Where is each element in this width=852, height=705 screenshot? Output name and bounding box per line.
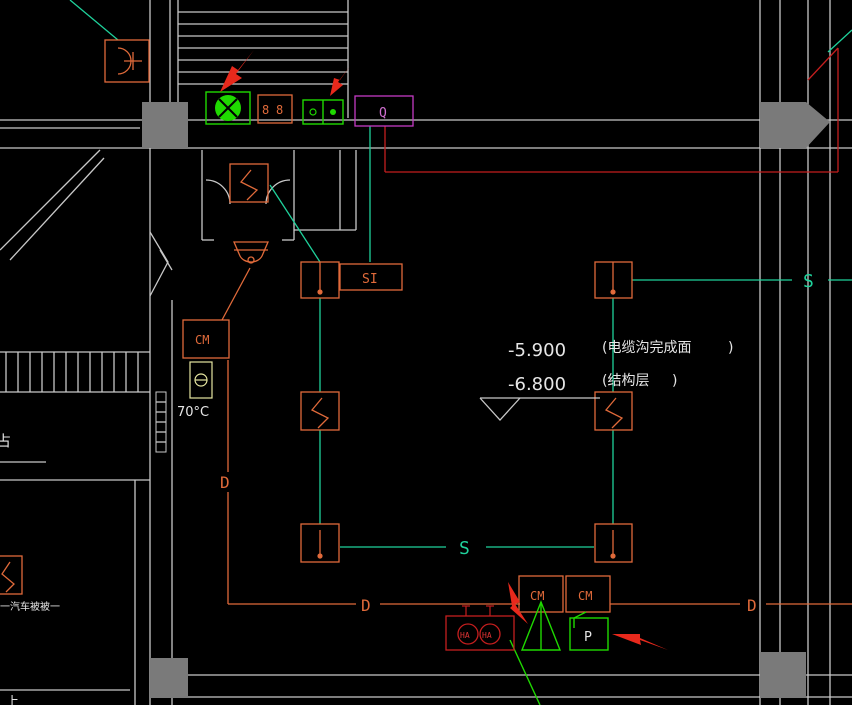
left-edge-text-2: 上 xyxy=(6,695,19,705)
q-label: Q xyxy=(379,106,387,121)
s-marker-bottom: S xyxy=(459,538,470,559)
pressure-switch-icon[interactable]: P xyxy=(569,611,609,651)
si-label: SI xyxy=(362,272,378,287)
ha-label-2: HA xyxy=(482,631,492,640)
siren-icon[interactable] xyxy=(233,241,269,264)
green-dual-socket-icon[interactable] xyxy=(302,99,344,125)
ha-alarm-device[interactable]: HA HA xyxy=(445,605,515,651)
cyan-wiring xyxy=(69,0,852,548)
sensor-box-right[interactable] xyxy=(594,391,633,431)
temperature-label: 70°C xyxy=(177,405,209,420)
elevation-note-1-close: ) xyxy=(728,340,733,356)
elevation-note-2: (结构层 xyxy=(602,373,649,389)
junction-box-bl[interactable] xyxy=(300,523,340,563)
callout-arrows xyxy=(220,50,668,650)
cm-left-label: CM xyxy=(195,333,209,347)
cm-box-left[interactable]: CM xyxy=(182,319,230,359)
d-marker-right: D xyxy=(747,596,757,615)
ha-label-1: HA xyxy=(460,631,470,640)
d-marker-bottom: D xyxy=(361,596,371,615)
d-marker-left: D xyxy=(220,473,230,492)
si-box[interactable]: SI xyxy=(339,263,403,291)
s-marker-right: S xyxy=(803,271,814,292)
cm-bottom-1-label: CM xyxy=(530,589,544,603)
elevation-top: -5.900 xyxy=(508,340,566,361)
junction-box-tl[interactable] xyxy=(300,261,340,299)
junction-box-br[interactable] xyxy=(594,523,633,563)
elevation-note-1: (电缆沟完成面 xyxy=(602,340,691,356)
svg-text:8: 8 xyxy=(276,103,283,117)
half-circle-device-icon[interactable] xyxy=(104,39,150,83)
elevation-bottom: -6.800 xyxy=(508,374,566,395)
cm-box-bottom-2[interactable]: CM xyxy=(565,575,611,613)
elevation-note-2-close: ) xyxy=(672,373,677,389)
wall-switch-icon[interactable]: 8 8 xyxy=(257,94,293,124)
sensor-box-top[interactable] xyxy=(229,163,269,203)
p-label: P xyxy=(584,630,592,645)
cm-bottom-2-label: CM xyxy=(578,589,592,603)
green-triangle-device[interactable] xyxy=(509,600,562,705)
thermal-device[interactable] xyxy=(189,361,213,399)
q-panel-box[interactable]: Q xyxy=(354,95,414,127)
sensor-box-left[interactable] xyxy=(300,391,340,431)
left-note: 一汽车被被一 xyxy=(0,600,60,613)
red-conduit xyxy=(384,47,839,173)
elevation-marker-icon xyxy=(479,397,600,421)
left-edge-device[interactable] xyxy=(0,555,23,595)
left-edge-text-1: 占 xyxy=(0,432,11,450)
junction-box-tr[interactable] xyxy=(594,261,633,299)
orange-wiring xyxy=(221,267,852,605)
svg-text:8: 8 xyxy=(262,103,269,117)
green-lamp-icon[interactable] xyxy=(205,91,251,125)
